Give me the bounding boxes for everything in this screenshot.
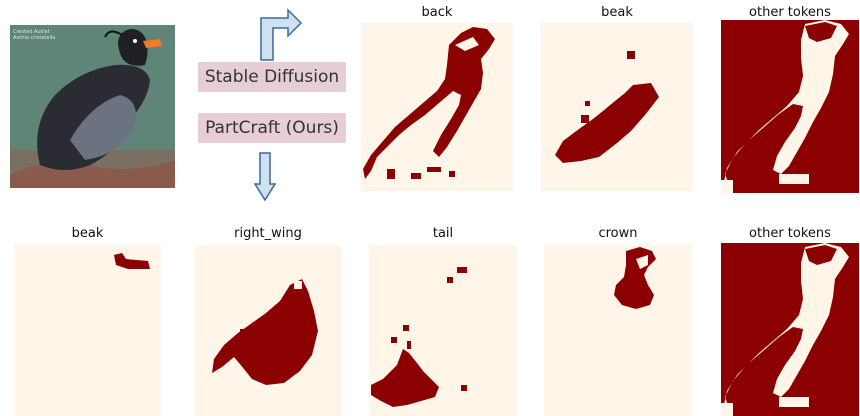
stable-diffusion-label: Stable Diffusion [198, 62, 346, 92]
attention-map-crown [544, 245, 692, 416]
photo-caption-1: Crested Auklet [13, 29, 50, 35]
bird-photo: Crested Auklet Aethia cristatella [10, 25, 175, 188]
partcraft-label: PartCraft (Ours) [198, 113, 346, 143]
attention-map-right-wing [194, 245, 342, 416]
title-back: back [421, 5, 453, 20]
title-tail: tail [432, 226, 454, 241]
title-right-wing: right_wing [234, 226, 302, 241]
attention-map-tail [369, 245, 517, 416]
attention-map-back [361, 23, 513, 191]
title-other-tokens-top: other tokens [749, 5, 831, 20]
attention-map-other-tokens-top [721, 20, 859, 193]
title-other-tokens-bottom: other tokens [749, 226, 831, 241]
bent-arrow-up-right-icon [258, 8, 304, 62]
title-crown: crown [598, 226, 638, 241]
arrow-down-icon [254, 152, 276, 202]
title-beak-top: beak [601, 5, 633, 20]
photo-caption-2: Aethia cristatella [13, 35, 55, 41]
title-beak-bottom: beak [71, 226, 104, 241]
attention-map-beak-bottom [14, 245, 161, 416]
attention-map-beak-top [541, 23, 693, 191]
attention-map-other-tokens-bottom [721, 243, 859, 416]
